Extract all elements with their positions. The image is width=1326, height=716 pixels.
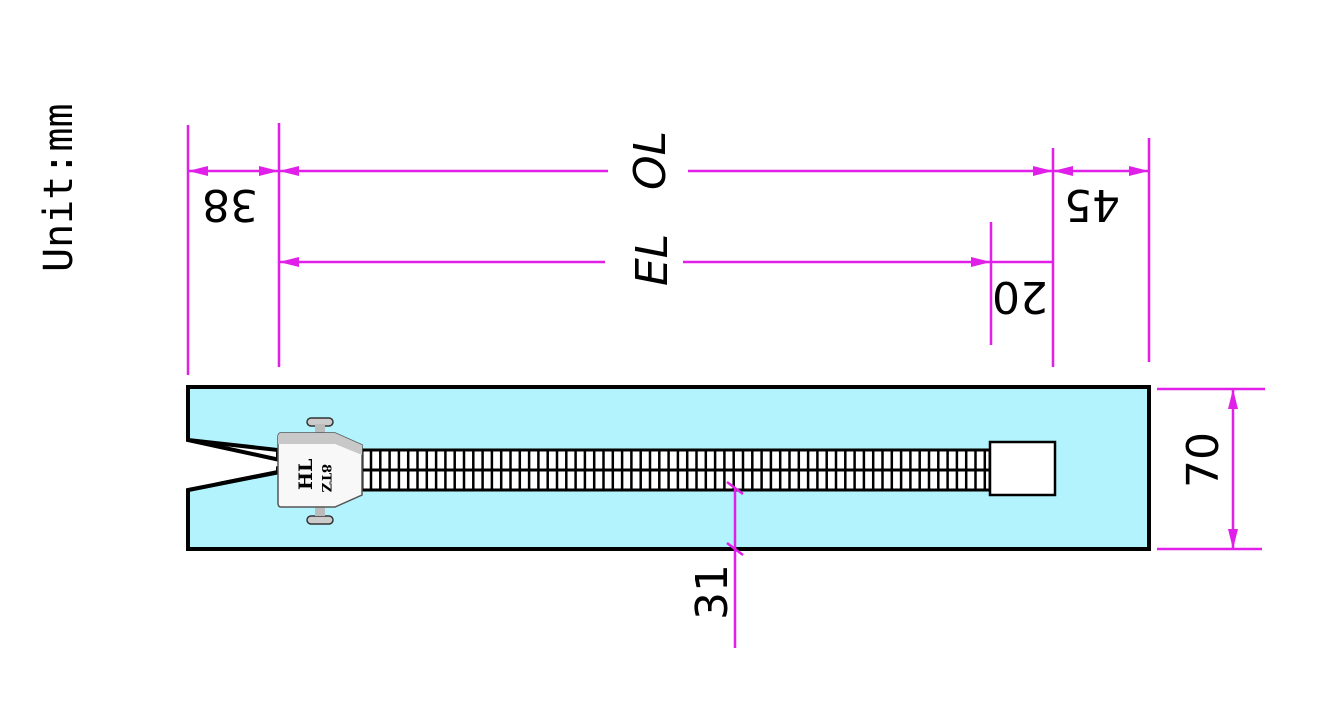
dim-38: 38	[188, 166, 279, 230]
dim-70: 70	[1157, 387, 1265, 551]
ol-label: OL	[625, 131, 676, 190]
slider-brand: HL	[295, 459, 317, 490]
dim-20: 20	[991, 260, 1053, 322]
dim-31-label: 31	[687, 564, 738, 620]
unit-label: Unit:mm	[36, 103, 82, 272]
zipper-chain	[360, 448, 992, 492]
el-label: EL	[627, 234, 678, 286]
dim-38-label: 38	[202, 179, 258, 230]
bottom-stop-box	[988, 440, 1057, 497]
dim-31: 31	[687, 481, 744, 648]
dim-70-label: 70	[1178, 432, 1229, 488]
dim-45: 45	[1053, 166, 1149, 230]
el-dimension: EL	[279, 234, 991, 286]
dim-20-label: 20	[992, 271, 1048, 322]
slider-size: 8TZ	[318, 464, 333, 493]
slider: HL 8TZ	[277, 417, 363, 525]
ol-dimension: OL	[279, 131, 1053, 190]
extension-lines	[186, 123, 1151, 375]
dim-45-label: 45	[1064, 179, 1120, 230]
